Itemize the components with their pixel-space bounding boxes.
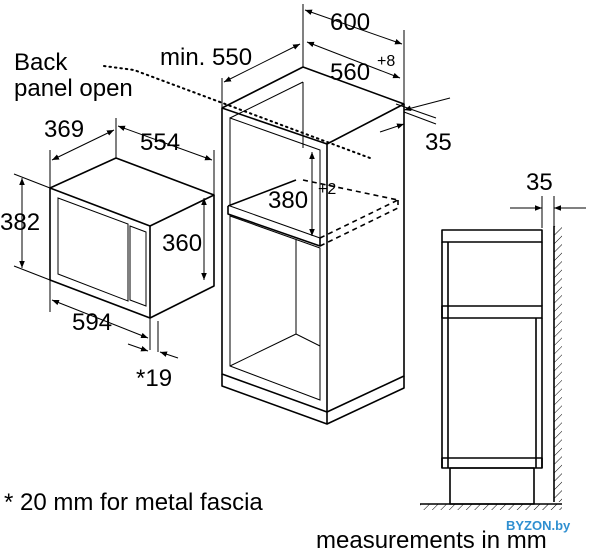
- label-560-tolerance: +8: [377, 53, 395, 70]
- label-min-550: min. 550: [160, 44, 252, 71]
- dimension-35-side: [510, 196, 586, 228]
- dimension-35-top: [379, 97, 451, 133]
- dimension-554: [117, 125, 215, 195]
- dimension-594: [49, 280, 151, 350]
- watermark-logo: BYZON.by: [506, 518, 571, 533]
- tall-cabinet: [221, 66, 405, 425]
- label-380-tolerance: +2: [318, 181, 336, 198]
- label-382: 382: [0, 209, 40, 236]
- back-panel-dotted-line: [103, 65, 371, 159]
- label-380: 380: [268, 187, 308, 214]
- label-35-side: 35: [526, 169, 553, 196]
- label-554: 554: [140, 129, 180, 156]
- footnote: * 20 mm for metal fascia: [4, 489, 263, 516]
- shelf-dashed-outline: [302, 179, 399, 247]
- dimension-min-550: [221, 43, 301, 108]
- label-594: 594: [72, 309, 112, 336]
- units-note: measurements in mm: [316, 527, 547, 550]
- label-35-top: 35: [425, 129, 452, 156]
- side-section-view: [420, 226, 562, 510]
- label-360: 360: [162, 230, 202, 257]
- back-panel-label-line2: panel open: [14, 75, 133, 102]
- dimension-600: [302, 4, 405, 104]
- label-600: 600: [330, 9, 370, 36]
- back-panel-label-line1: Back: [14, 49, 68, 76]
- dimension-19: [127, 321, 179, 359]
- label-369: 369: [44, 116, 84, 143]
- label-19: *19: [136, 365, 172, 392]
- dimension-560: [306, 41, 401, 79]
- dimension-369: [49, 118, 117, 188]
- label-560: 560: [330, 59, 370, 86]
- dimension-382: [13, 173, 51, 281]
